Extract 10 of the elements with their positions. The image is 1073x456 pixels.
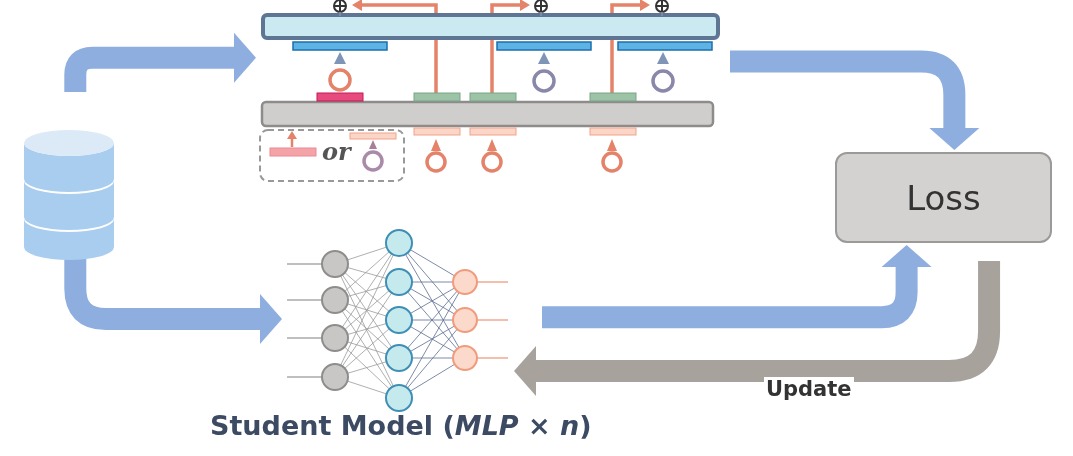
thick-arrow	[514, 261, 1001, 397]
thick-arrow	[64, 32, 256, 92]
or-label: or	[322, 140, 351, 164]
edge-label: Update	[764, 377, 854, 401]
model-caption: Student Model (MLP × n)	[210, 410, 592, 441]
loss-box	[835, 152, 1052, 243]
box-title: Loss	[906, 177, 981, 218]
thick-arrow	[730, 50, 980, 150]
thick-arrow	[64, 258, 282, 344]
thick-arrow	[542, 245, 932, 329]
